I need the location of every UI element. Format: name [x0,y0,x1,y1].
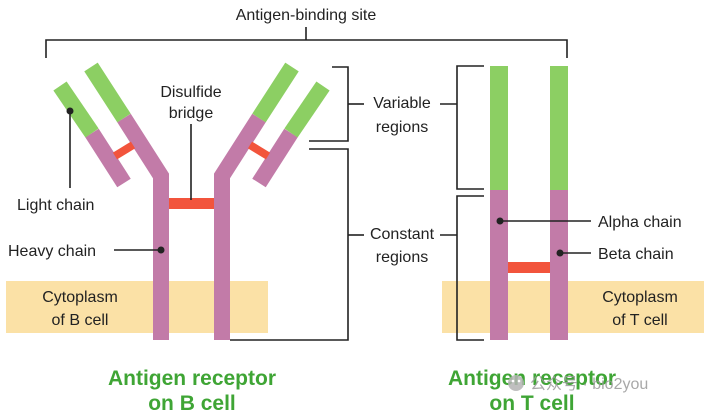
heavy-chain-left [84,62,169,340]
watermark-text: 公众号 · bio2you [530,375,648,393]
disulfide-bridge-tcr [508,262,550,273]
variable-bracket-t [456,65,484,190]
cytoplasm-t-label-line1: Cytoplasm [602,289,678,306]
constant-label-line1: Constant [370,226,435,243]
cytoplasm-t-label-line2: of T cell [612,312,667,329]
disulfide-bridge-light-left [112,141,136,160]
disulfide-label-line2: bridge [169,105,214,122]
light-chain-left [53,81,131,188]
light-chain-label: Light chain [17,197,94,214]
light-chain-right [252,81,330,188]
wechat-icon [508,375,524,391]
alpha-chain [490,66,508,340]
heavy-chain-label: Heavy chain [8,243,96,260]
constant-label-line2: regions [376,249,428,266]
constant-bracket-t [456,195,484,341]
heavy-chain-dot [157,246,165,254]
light-chain-dot [66,107,74,115]
disulfide-bridge-light-right [247,141,271,160]
t-cell-title-line1: Antigen receptor [448,367,616,390]
watermark: 公众号 · bio2you [508,375,648,393]
antigen-binding-site-label: Antigen-binding site [236,7,377,24]
b-cell-title-line2: on B cell [148,392,236,415]
variable-label-line1: Variable [373,95,431,112]
b-cell-title-line1: Antigen receptor [108,367,276,390]
t-cell-title-line2: on T cell [489,392,574,415]
cytoplasm-t-cell [442,281,704,333]
beta-chain-label: Beta chain [598,246,674,263]
disulfide-label-line1: Disulfide [160,84,221,101]
variable-label-line2: regions [376,119,428,136]
beta-chain-dot [556,249,564,257]
alpha-chain-dot [496,217,504,225]
disulfide-bridge-heavy [169,198,214,209]
antigen-binding-bracket [45,39,568,58]
alpha-chain-label: Alpha chain [598,214,682,231]
beta-chain [550,66,568,340]
heavy-chain-right [214,62,299,340]
cytoplasm-b-label-line2: of B cell [52,312,109,329]
cytoplasm-b-label-line1: Cytoplasm [42,289,118,306]
constant-bracket-b [230,148,349,341]
